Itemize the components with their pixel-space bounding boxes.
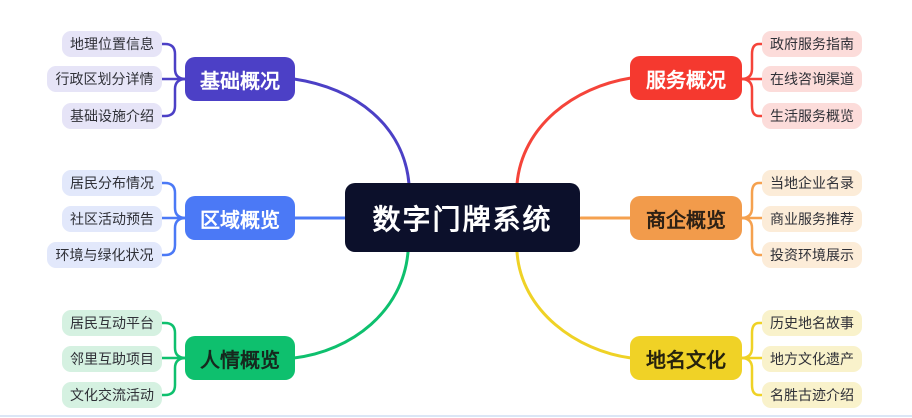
- edge-community-child-1: [160, 321, 188, 360]
- branch-business-overview[interactable]: 商企概览: [630, 196, 742, 240]
- branch-community-overview[interactable]: 人情概览: [185, 336, 295, 380]
- leaf-node[interactable]: 居民互动平台: [62, 310, 162, 336]
- branch-basic-overview[interactable]: 基础概况: [185, 57, 295, 101]
- leaf-node[interactable]: 商业服务推荐: [762, 206, 862, 232]
- leaf-node[interactable]: 行政区划分详情: [47, 66, 162, 92]
- branch-region-overview[interactable]: 区域概览: [185, 196, 295, 240]
- edge-community-child-3: [160, 356, 188, 397]
- edge-basic-child-1: [160, 42, 188, 81]
- branch-placename-culture[interactable]: 地名文化: [630, 336, 742, 380]
- leaf-node[interactable]: 政府服务指南: [762, 31, 862, 57]
- leaf-node[interactable]: 在线咨询渠道: [762, 66, 862, 92]
- leaf-node[interactable]: 邻里互助项目: [62, 346, 162, 372]
- leaf-node[interactable]: 生活服务概览: [762, 103, 862, 129]
- leaf-node[interactable]: 文化交流活动: [62, 382, 162, 408]
- leaf-node[interactable]: 基础设施介绍: [62, 103, 162, 129]
- leaf-node[interactable]: 当地企业名录: [762, 170, 862, 196]
- edge-placename-child-3: [739, 356, 764, 397]
- leaf-node[interactable]: 投资环境展示: [762, 242, 862, 268]
- edge-root-service: [515, 76, 633, 186]
- leaf-node[interactable]: 名胜古迹介绍: [762, 382, 862, 408]
- canvas-bottom-edge: [0, 415, 912, 417]
- root-node[interactable]: 数字门牌系统: [345, 183, 580, 252]
- edge-region-child-1: [160, 181, 188, 220]
- edge-service-child-1: [739, 42, 764, 81]
- branch-service-overview[interactable]: 服务概况: [630, 56, 742, 100]
- leaf-node[interactable]: 地理位置信息: [62, 31, 162, 57]
- edge-region-child-3: [160, 216, 188, 257]
- edge-root-community: [292, 250, 410, 360]
- edge-service-child-3: [739, 77, 764, 118]
- edge-placename-child-1: [739, 321, 764, 360]
- leaf-node[interactable]: 历史地名故事: [762, 310, 862, 336]
- leaf-node[interactable]: 居民分布情况: [62, 170, 162, 196]
- leaf-node[interactable]: 地方文化遗产: [762, 346, 862, 372]
- leaf-node[interactable]: 社区活动预告: [62, 206, 162, 232]
- leaf-node[interactable]: 环境与绿化状况: [47, 242, 162, 268]
- edge-root-placename: [515, 250, 633, 360]
- edge-root-basic: [292, 77, 411, 186]
- edge-business-child-3: [739, 216, 764, 257]
- edge-business-child-1: [739, 181, 764, 220]
- edge-basic-child-3: [160, 77, 188, 118]
